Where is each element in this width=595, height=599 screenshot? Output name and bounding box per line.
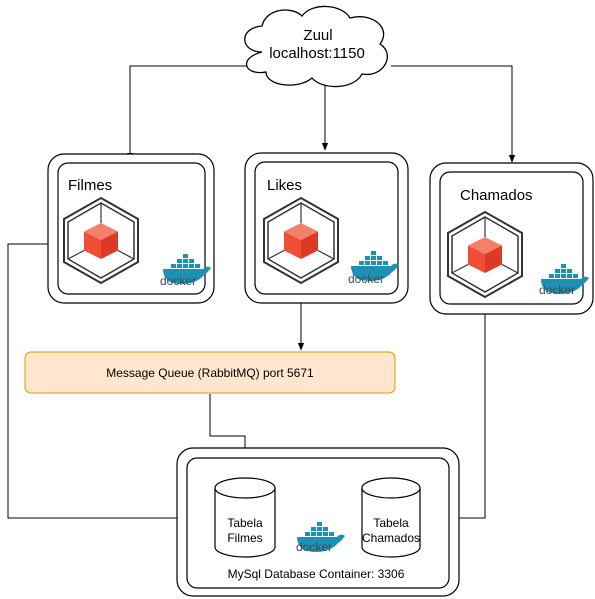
zuul-address: localhost:1150 xyxy=(269,45,365,62)
table-filmes: Tabela Filmes xyxy=(214,477,276,558)
docker-label: docker xyxy=(296,540,332,554)
table-filmes-line2: Filmes xyxy=(227,531,262,545)
database-container: Tabela Filmes Tabela Chamados docker MyS… xyxy=(176,447,460,597)
service-chamados-label: Chamados xyxy=(460,187,533,204)
service-likes: Likes docker xyxy=(244,152,409,304)
table-filmes-line1: Tabela xyxy=(227,516,263,530)
zuul-title: Zuul xyxy=(303,27,332,44)
message-queue-label: Message Queue (RabbitMQ) port 5671 xyxy=(106,366,314,380)
connectors xyxy=(7,65,516,522)
docker-label: docker xyxy=(348,272,384,286)
arrow-filmes-tabela-filmes xyxy=(7,240,214,522)
cylinder-shape xyxy=(214,488,276,558)
database-label: MySql Database Container: 3306 xyxy=(228,567,405,581)
table-chamados-line2: Chamados xyxy=(362,531,420,545)
service-chamados: Chamados docker xyxy=(429,162,594,315)
cylinder-shape xyxy=(361,488,421,558)
docker-label: docker xyxy=(539,283,575,297)
table-chamados-line1: Tabela xyxy=(373,516,409,530)
message-queue-box xyxy=(24,351,396,394)
service-filmes: Filmes docker xyxy=(47,153,215,304)
zuul-gateway: Zuul localhost:1150 xyxy=(244,5,388,88)
arrow-zuul-to-chamados xyxy=(391,65,516,163)
arrow-zuul-to-filmes xyxy=(126,65,253,161)
docker-label: docker xyxy=(160,274,196,288)
service-filmes-label: Filmes xyxy=(68,177,112,194)
service-likes-label: Likes xyxy=(267,177,302,194)
table-chamados: Tabela Chamados xyxy=(361,477,421,558)
cloud-shape xyxy=(244,5,388,88)
message-queue: Message Queue (RabbitMQ) port 5671 xyxy=(24,351,396,394)
